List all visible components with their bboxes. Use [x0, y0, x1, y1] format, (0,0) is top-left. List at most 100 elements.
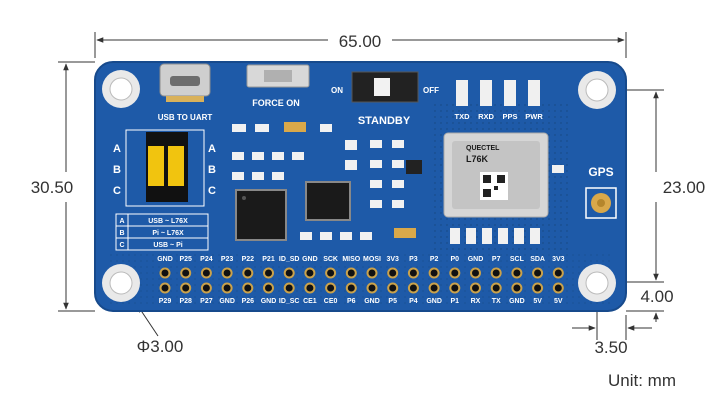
- hole-diameter-label: Φ3.00: [137, 337, 184, 356]
- width-dimension-label: 65.00: [339, 32, 382, 51]
- force-on-button: [246, 64, 310, 88]
- header-pin: [200, 267, 212, 279]
- header-pin: [242, 282, 254, 294]
- mounting-hole-bottom-right: [578, 264, 616, 302]
- module-name: L76K: [466, 154, 489, 164]
- header-pin: [387, 267, 399, 279]
- mounting-hole-bottom-left: [102, 264, 140, 302]
- header-pin: [428, 267, 440, 279]
- jumper-right-a: A: [208, 143, 216, 155]
- header-pin-label-bottom: 5V: [533, 298, 542, 305]
- jumper-left-b: B: [113, 164, 121, 176]
- header-pin: [242, 267, 254, 279]
- header-pin-label-top: MISO: [342, 256, 360, 263]
- legend-key-a: A: [119, 218, 124, 225]
- jumper-right-c: C: [208, 185, 216, 197]
- header-pin-label-bottom: P28: [179, 298, 192, 305]
- header-pin: [283, 267, 295, 279]
- led-pwr-label: PWR: [525, 112, 543, 121]
- header-pin: [552, 282, 564, 294]
- header-pin: [180, 267, 192, 279]
- standby-label: STANDBY: [358, 115, 411, 127]
- jumper-left-a: A: [113, 143, 121, 155]
- header-pin-label-bottom: GND: [426, 298, 442, 305]
- standby-switch: [351, 71, 419, 103]
- jumper-legend-table: [115, 213, 209, 251]
- header-pin: [263, 267, 274, 279]
- header-pin: [449, 282, 461, 294]
- legend-text-b: Pi ~ L76X: [152, 230, 184, 237]
- legend-text-a: USB ~ L76X: [148, 218, 188, 225]
- header-pin-label-bottom: P27: [200, 298, 213, 305]
- header-pin: [180, 282, 192, 294]
- edge-offset-y-label: 4.00: [640, 287, 673, 306]
- header-pin: [490, 282, 502, 294]
- header-pin-label-top: GND: [468, 256, 484, 263]
- header-pin-label-bottom: GND: [509, 298, 525, 305]
- header-pin: [552, 267, 564, 279]
- header-pin-label-bottom: GND: [219, 298, 235, 305]
- header-pin: [221, 282, 233, 294]
- header-pin-label-top: ID_SD: [279, 256, 300, 263]
- unit-label: Unit: mm: [608, 371, 676, 390]
- header-pin: [159, 282, 171, 294]
- header-pin-label-bottom: P5: [388, 298, 397, 305]
- passive-components: [232, 122, 564, 244]
- pcb-board: USB TO UART FORCE ON ON OFF STANDBY TXD …: [94, 61, 627, 312]
- header-pin: [345, 282, 357, 294]
- header-pin: [407, 267, 419, 279]
- header-pin-label-bottom: P4: [409, 298, 418, 305]
- header-pin: [366, 267, 378, 279]
- header-pin-label-top: P3: [409, 256, 418, 263]
- mounting-hole-top-left: [102, 70, 140, 108]
- legend-key-b: B: [119, 230, 124, 237]
- header-pin-label-top: SDA: [530, 256, 545, 263]
- header-pin: [200, 282, 212, 294]
- mounting-hole-top-right: [578, 71, 616, 109]
- header-pin-label-bottom: P6: [347, 298, 356, 305]
- header-pin: [511, 267, 523, 279]
- header-pin-label-bottom: P29: [159, 298, 172, 305]
- gps-label: GPS: [588, 165, 613, 179]
- edge-offset-x-label: 3.50: [594, 338, 627, 357]
- header-pin: [325, 282, 337, 294]
- legend-key-c: C: [119, 242, 124, 249]
- header-pin: [345, 267, 357, 279]
- switch-off-label: OFF: [423, 86, 439, 95]
- header-pin-label-top: P24: [200, 256, 213, 263]
- header-pin-label-bottom: GND: [261, 298, 277, 305]
- legend-text-c: USB ~ Pi: [153, 242, 182, 249]
- header-pin: [511, 282, 523, 294]
- header-pin: [159, 267, 171, 279]
- header-pin: [532, 282, 544, 294]
- header-pin: [304, 267, 316, 279]
- header-pin: [304, 282, 316, 294]
- header-pin-label-bottom: CE0: [324, 298, 338, 305]
- status-leds: [456, 80, 540, 106]
- header-pin-label-top: GND: [302, 256, 318, 263]
- header-pin: [263, 282, 274, 294]
- header-pin: [449, 267, 461, 279]
- header-pin: [283, 282, 295, 294]
- module-brand: QUECTEL: [466, 145, 500, 152]
- led-rxd-label: RXD: [478, 112, 494, 121]
- header-pin: [428, 282, 440, 294]
- header-pin-label-top: P0: [451, 256, 460, 263]
- dimension-lines: [58, 32, 664, 340]
- header-pin-label-top: 3V3: [552, 256, 565, 263]
- switch-on-label: ON: [331, 86, 343, 95]
- header-pin: [532, 267, 544, 279]
- header-pin-label-bottom: P1: [451, 298, 460, 305]
- header-pin-label-top: GND: [157, 256, 173, 263]
- header-pin: [366, 282, 378, 294]
- header-pin: [407, 282, 419, 294]
- header-pin-label-bottom: CE1: [303, 298, 317, 305]
- led-txd-label: TXD: [455, 112, 471, 121]
- header-pin-label-bottom: ID_SC: [279, 298, 300, 305]
- header-pin-label-top: P25: [179, 256, 192, 263]
- header-pin-label-top: P22: [242, 256, 255, 263]
- usb-uart-chip: [235, 189, 287, 241]
- header-pin: [387, 282, 399, 294]
